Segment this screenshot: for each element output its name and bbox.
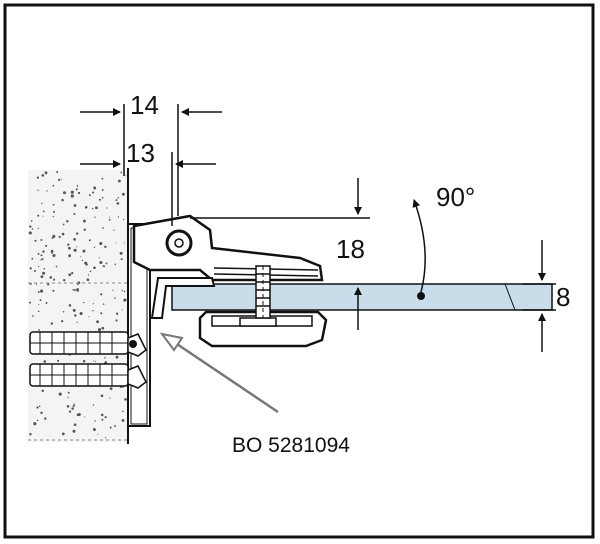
angle-label: 90° [436, 182, 475, 212]
dimension-13-label: 13 [126, 138, 155, 168]
clamp-screw [255, 265, 271, 319]
dimension-14-label: 14 [130, 90, 159, 120]
glass-pane [171, 283, 553, 311]
dimension-18 [190, 178, 370, 330]
dimension-8-label: 8 [556, 282, 570, 312]
wall-anchors [29, 331, 147, 389]
dimension-13 [80, 152, 216, 226]
dimension-8 [522, 240, 556, 352]
wall-section [28, 168, 129, 444]
glass-centre-dot [417, 292, 425, 300]
plate-centre-dot [129, 340, 137, 348]
dimension-18-label: 18 [336, 234, 365, 264]
angle-arc-icon [412, 199, 426, 293]
part-number-label: BO 5281094 [232, 434, 350, 457]
pointer-arrow-icon [167, 336, 279, 414]
